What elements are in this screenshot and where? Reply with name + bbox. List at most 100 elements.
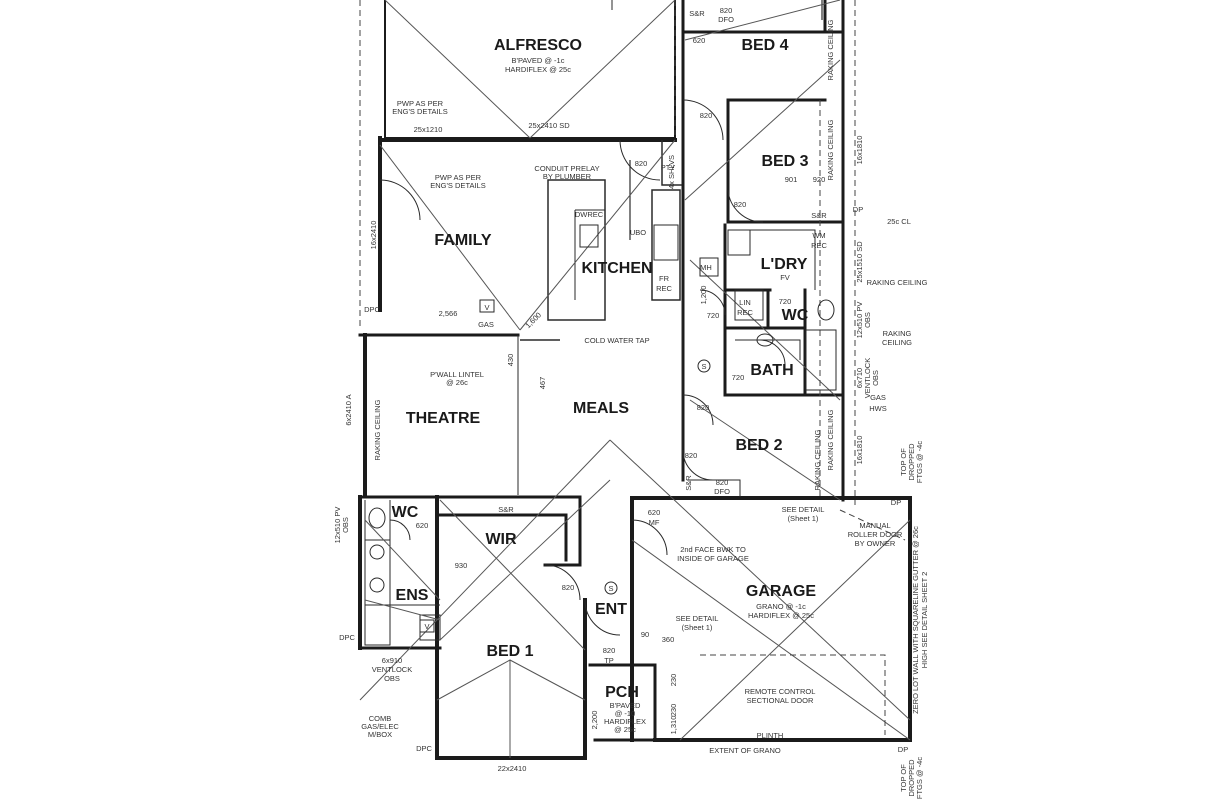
note: LIN — [739, 298, 751, 307]
note: 2,566 — [439, 309, 458, 318]
note: RAKING CEILING — [867, 278, 928, 287]
note: 820 — [734, 200, 747, 209]
fixtures — [368, 224, 837, 633]
note: VENTLOCK — [863, 358, 872, 398]
room-porch: PCH — [605, 684, 639, 701]
note: FR — [659, 274, 670, 283]
note: 820 — [700, 111, 713, 120]
note: P'WALL LINTEL — [430, 370, 484, 379]
note: RAKING CEILING — [826, 19, 835, 80]
note: HIGH SEE DETAIL SHEET 2 — [920, 572, 929, 669]
note: 820 — [562, 583, 575, 592]
note: OBS — [384, 674, 400, 683]
note: ENG'S DETAILS — [430, 181, 485, 190]
note: 16x1810 — [855, 136, 864, 165]
note: VENTLOCK — [372, 665, 412, 674]
note: S&R — [684, 475, 693, 491]
note: 360 — [662, 635, 675, 644]
note: PWP AS PER — [397, 99, 444, 108]
note: S&R — [689, 9, 705, 18]
room-meals: MEALS — [573, 400, 629, 417]
note: TOP OF — [899, 448, 908, 476]
note: DROPPED — [907, 759, 916, 797]
note: GAS — [870, 393, 886, 402]
door-swings — [379, 99, 786, 636]
room-bed3: BED 3 — [761, 153, 808, 170]
note: DP — [891, 498, 901, 507]
note: GRANO @ -1c — [756, 602, 806, 611]
note: 6x910 — [382, 656, 402, 665]
note: OBS — [871, 370, 880, 386]
note: DWREC — [575, 210, 604, 219]
room-family: FAMILY — [434, 232, 492, 249]
note: 6x710 — [855, 368, 864, 388]
note: REMOTE CONTROL — [745, 687, 816, 696]
room-ent: ENT — [595, 601, 627, 618]
note: CEILING — [882, 338, 912, 347]
note: S — [608, 584, 613, 593]
note: RAKING CEILING — [826, 119, 835, 180]
room-alfresco: ALFRESCO — [494, 37, 582, 54]
note: 2nd FACE BWK TO — [680, 545, 746, 554]
note: 16x1810 — [855, 436, 864, 465]
note: REC — [737, 308, 753, 317]
note: COLD WATER TAP — [584, 336, 649, 345]
note: REC — [656, 284, 672, 293]
note: 16x2410 — [369, 221, 378, 250]
note: 6x2410 A — [344, 394, 353, 425]
note: DPC — [364, 305, 380, 314]
note: OBS — [341, 517, 350, 533]
note: 620 — [416, 521, 429, 530]
note: DPC — [339, 633, 355, 642]
note: (Sheet 1) — [682, 623, 713, 632]
note: DPC — [416, 744, 432, 753]
note: BY PLUMBER — [543, 172, 592, 181]
room-ens: ENS — [396, 587, 429, 604]
note: S&R — [811, 211, 827, 220]
note: HWS — [869, 404, 887, 413]
annotations: B'PAVED @ -1c HARDIFLEX @ 25c PWP AS PER… — [333, 6, 929, 799]
note: 12x510 PV — [855, 302, 864, 339]
note: PWP AS PER — [435, 173, 482, 182]
note: RAKING — [883, 329, 912, 338]
note: 2,200 — [590, 711, 599, 730]
room-garage: GARAGE — [746, 583, 817, 600]
note: SECTIONAL DOOR — [747, 696, 814, 705]
room-bath: BATH — [750, 362, 793, 379]
interior-lines — [364, 0, 823, 646]
dashed-lines — [359, 0, 906, 735]
note: 920 — [813, 175, 826, 184]
note: ROLLER DOOR — [848, 530, 903, 539]
note: MANUAL — [859, 521, 890, 530]
note: 230 — [669, 704, 678, 717]
note: 620 — [693, 36, 706, 45]
note: B'PAVED — [610, 701, 641, 710]
note: HARDIFLEX — [604, 717, 646, 726]
note: REC — [811, 241, 827, 250]
note: 25x1510 SD — [855, 241, 864, 283]
note: BY OWNER — [855, 539, 896, 548]
room-wir: WIR — [485, 531, 517, 548]
note: V — [484, 303, 489, 312]
room-theatre: THEATRE — [406, 410, 481, 427]
note: TP — [604, 656, 614, 665]
note: @ 25c — [614, 725, 636, 734]
note: SEE DETAIL — [782, 505, 825, 514]
note: 12x510 PV — [333, 507, 342, 544]
note: (Sheet 1) — [788, 514, 819, 523]
note: 467 — [538, 377, 547, 390]
note: V — [424, 622, 429, 631]
note: TOP OF — [899, 764, 908, 792]
note: EXTENT OF GRANO — [709, 746, 781, 755]
note: S — [701, 362, 706, 371]
note: DROPPED — [907, 443, 916, 481]
note: FTGS @ -4c — [915, 757, 924, 799]
note: 820 — [716, 478, 729, 487]
note: RAKING CEILING — [373, 399, 382, 460]
note: FTGS @ -4c — [915, 441, 924, 483]
note: 430 — [506, 354, 515, 367]
note: 25x1210 — [414, 125, 443, 134]
room-wc-left: WC — [392, 504, 419, 521]
note: 22x2410 — [498, 764, 527, 773]
